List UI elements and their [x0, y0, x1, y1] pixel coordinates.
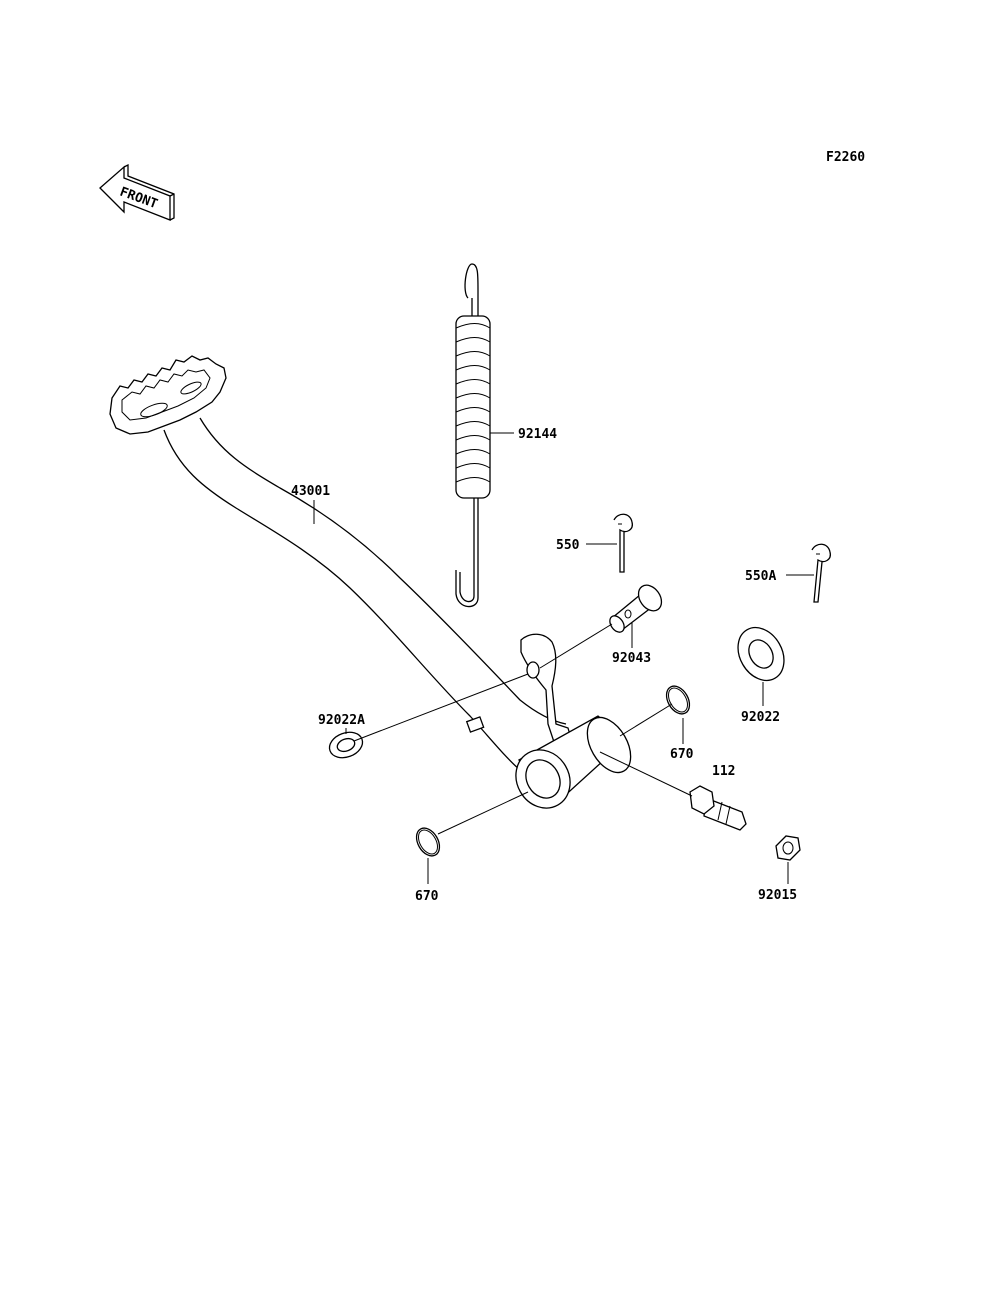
- label-43001: 43001: [291, 484, 330, 499]
- figure-code: F2260: [826, 150, 865, 165]
- label-550: 550: [556, 538, 580, 553]
- label-92043: 92043: [612, 651, 651, 666]
- bolt-112: [689, 785, 747, 831]
- cotter-pin-550: [613, 513, 633, 573]
- washer-92022a: [328, 731, 364, 759]
- o-ring-right: [665, 685, 691, 715]
- label-92022a: 92022A: [318, 713, 365, 728]
- return-spring: [455, 263, 491, 608]
- cotter-pin-550a: [811, 543, 831, 603]
- nut-92015: [775, 835, 801, 861]
- label-92144: 92144: [518, 427, 557, 442]
- brake-pedal: [109, 355, 632, 809]
- o-ring-left: [415, 827, 441, 857]
- label-550a: 550A: [745, 569, 776, 584]
- clevis-pin: [609, 584, 663, 633]
- label-92015: 92015: [758, 888, 797, 903]
- front-arrow-icon: FRONT: [99, 163, 175, 221]
- label-670-left: 670: [415, 889, 439, 904]
- label-92022: 92022: [741, 710, 780, 725]
- label-670-right: 670: [670, 747, 694, 762]
- washer-92022: [737, 626, 785, 682]
- leader-lines: [313, 432, 814, 884]
- label-112: 112: [712, 764, 735, 779]
